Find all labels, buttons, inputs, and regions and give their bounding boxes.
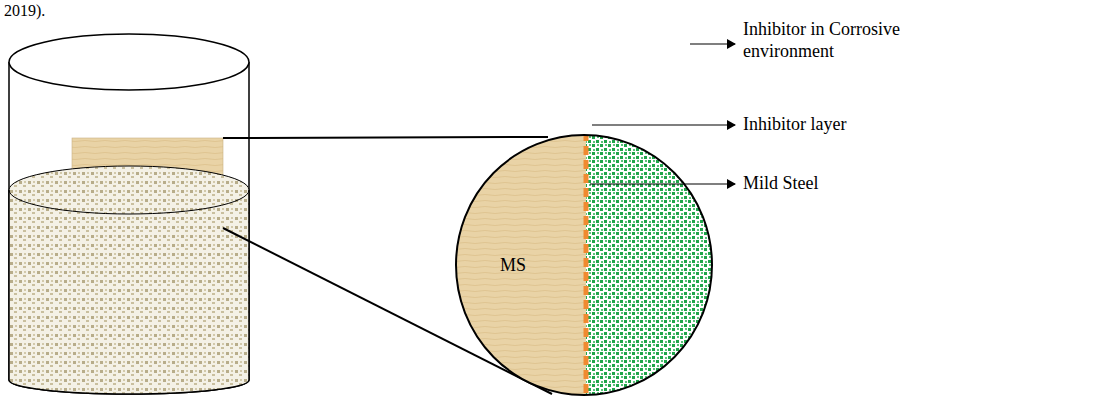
zoom-line [223,137,548,138]
magnified-view [450,130,716,396]
node-label: MS [500,254,526,276]
corrosive-liquid [9,166,249,394]
callout-label: Inhibitor in Corrosive environment [743,18,983,62]
beaker [9,34,249,394]
magnified-region: MS [456,135,712,395]
magnified-circle [456,135,712,395]
citation-fragment: 2019). [4,0,84,22]
callout-label: Inhibitor layer [743,113,983,135]
leader-arrow [592,124,735,125]
callout-label: Mild Steel [743,172,983,194]
leader-arrow [690,43,735,44]
leader-arrow [590,183,735,184]
